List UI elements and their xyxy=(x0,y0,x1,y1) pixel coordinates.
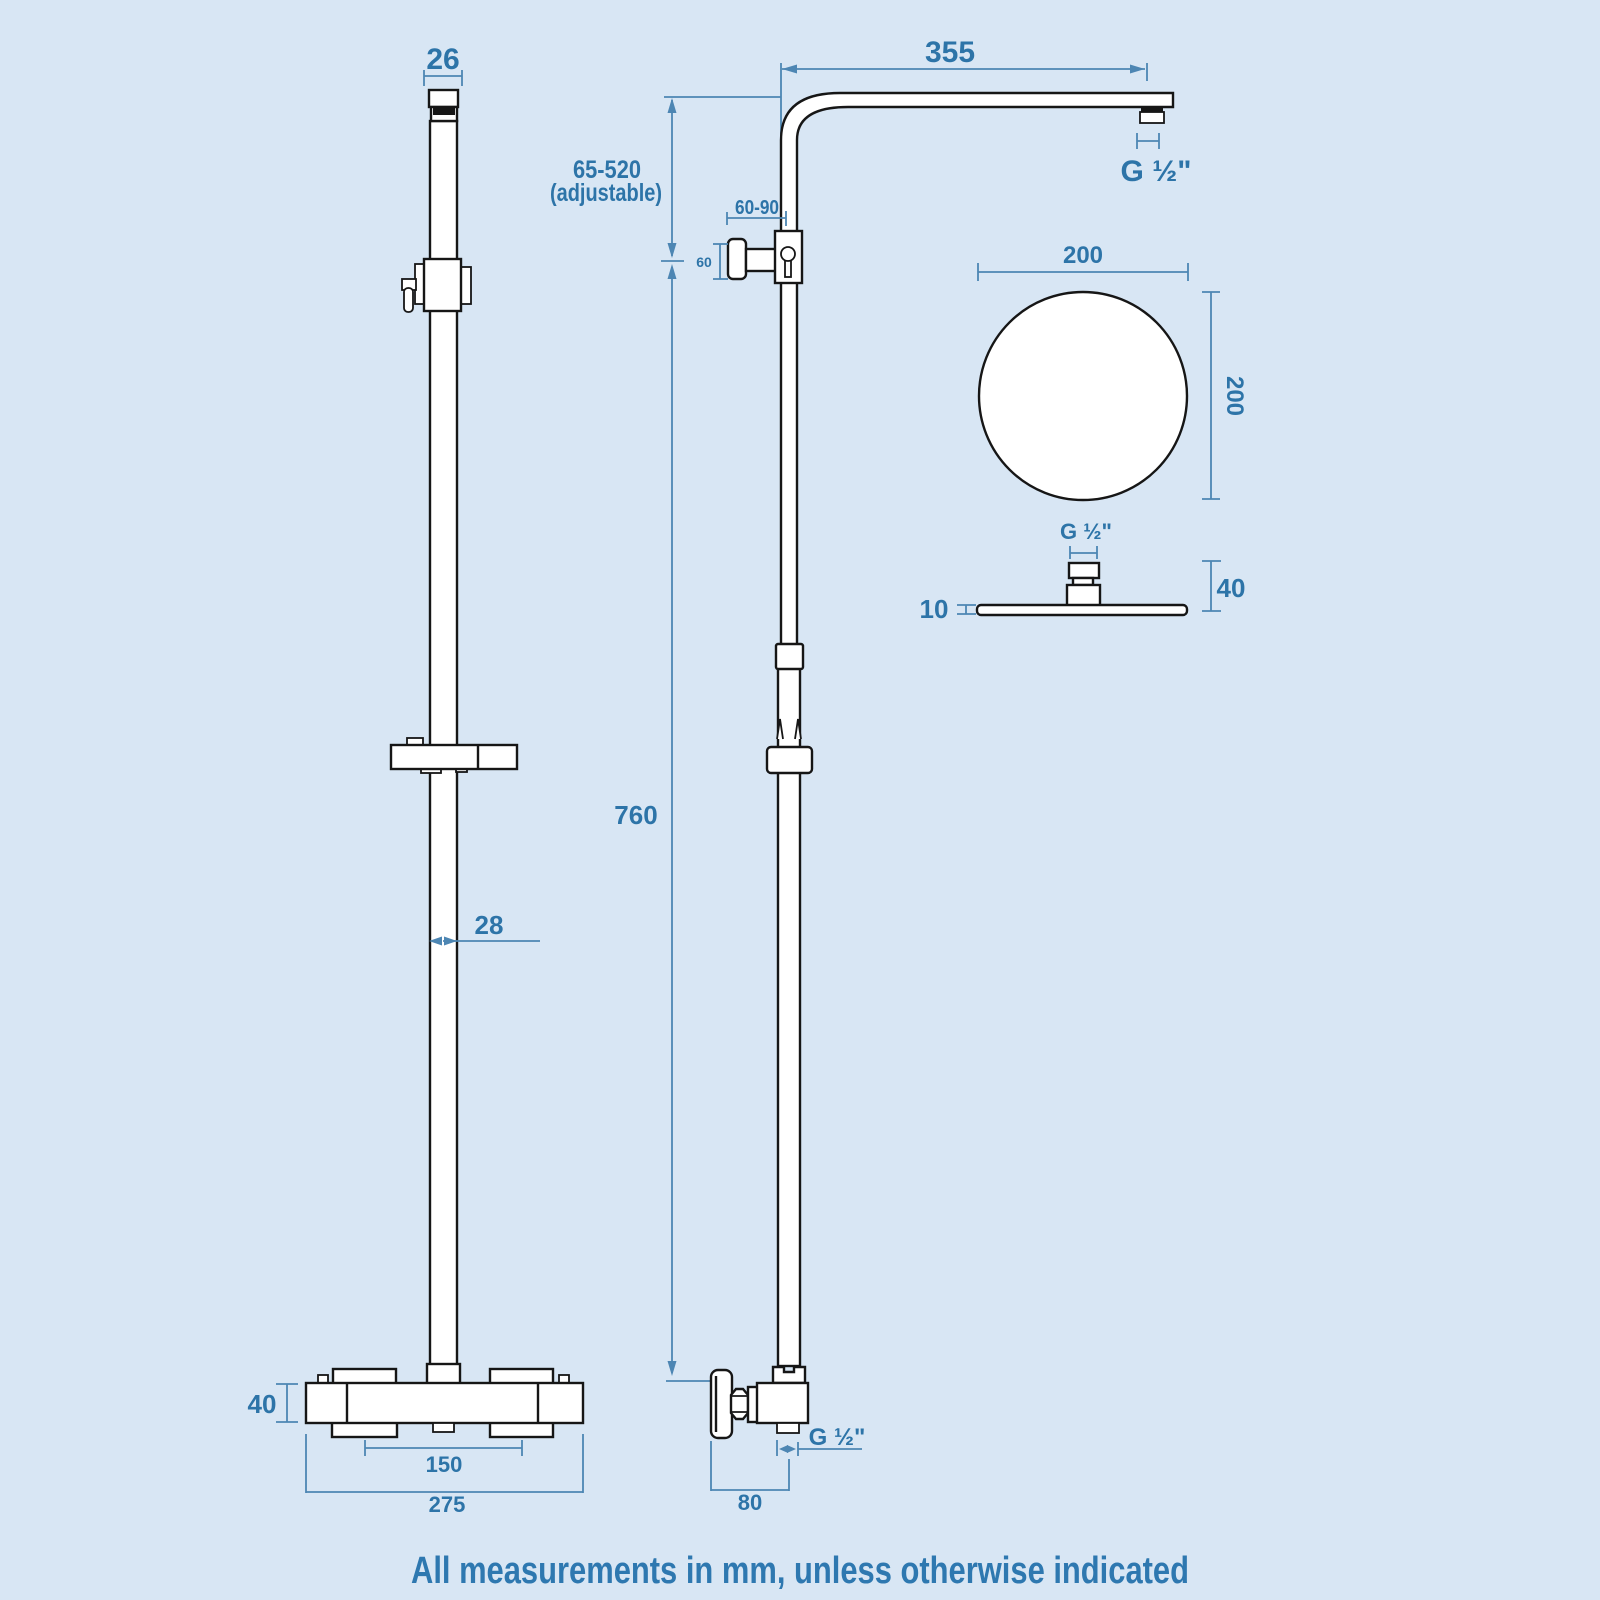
dim-connector-height: 40 xyxy=(1202,560,1246,612)
dim-arm-thread: G ½" xyxy=(1121,133,1192,188)
dim-arrow xyxy=(429,936,442,946)
dim-top-width: 26 xyxy=(423,43,463,86)
handset-holder xyxy=(401,257,472,313)
valve-top-cap xyxy=(771,1365,807,1385)
dim-valve-depth: 80 xyxy=(710,1441,790,1515)
dim-label-200-v: 200 xyxy=(1221,376,1248,416)
holder-right-tab xyxy=(460,266,472,305)
dim-label-200-h: 200 xyxy=(1063,242,1103,269)
dim-arrow xyxy=(444,936,457,946)
dim-arrow xyxy=(782,64,797,74)
dim-label-28: 28 xyxy=(475,910,504,940)
head-plate-side xyxy=(975,603,1189,617)
dim-arrow xyxy=(667,243,677,258)
valve-handle-top-right xyxy=(488,1367,555,1386)
dim-head-thread-bracket xyxy=(1069,546,1098,559)
dim-arrow xyxy=(779,1445,788,1453)
dim-arrow xyxy=(667,264,677,279)
bracket-arm xyxy=(744,247,778,273)
dim-label-760: 760 xyxy=(614,800,657,830)
dim-label-arm-thread: G ½" xyxy=(1121,155,1192,188)
wall-bracket xyxy=(726,229,804,285)
bracket-knob xyxy=(726,237,748,281)
dim-label-355: 355 xyxy=(925,36,975,69)
dim-arrow xyxy=(667,1361,677,1376)
thermostatic-valve-side xyxy=(709,1365,810,1440)
dim-valve-width: 275 xyxy=(305,1434,584,1517)
shower-head-side-view: G ½" 40 10 xyxy=(920,519,1246,624)
dim-label-65-520: 65-520 xyxy=(573,156,641,184)
dim-label-40-head: 40 xyxy=(1217,573,1246,603)
head-connector-top xyxy=(1067,561,1101,580)
side-view: 355 G ½" 60-90 xyxy=(550,36,1191,1515)
dim-arrow xyxy=(1130,64,1145,74)
dim-label-60: 60 xyxy=(696,254,712,270)
dim-label-adjustable: (adjustable) xyxy=(550,179,662,207)
valve-handle-top-left xyxy=(331,1367,398,1386)
dim-inlet-spacing: 150 xyxy=(364,1440,523,1477)
valve-hex-nut xyxy=(729,1387,750,1421)
dim-outlet-thread: G ½" xyxy=(776,1424,866,1456)
valve-handle-bottom-left xyxy=(330,1420,399,1439)
holder-lever xyxy=(403,287,414,313)
valve-handle-bottom-right xyxy=(488,1420,555,1439)
dim-arrow xyxy=(787,1445,796,1453)
arm-outlet-connector xyxy=(1139,111,1165,124)
valve-bottom-outlet xyxy=(432,1422,455,1433)
dim-label-150: 150 xyxy=(426,1452,463,1477)
soap-dish-side xyxy=(765,745,814,775)
dim-head-diameter-horizontal: 200 xyxy=(977,242,1189,281)
dim-valve-height: 40 xyxy=(248,1383,298,1423)
rail-top-ring-band xyxy=(433,108,455,115)
bracket-keyhole xyxy=(780,246,796,262)
dim-arrow xyxy=(667,98,677,113)
dim-label-head-thread: G ½" xyxy=(1060,519,1112,544)
soap-dish xyxy=(389,737,519,774)
dim-label-10: 10 xyxy=(920,594,949,624)
dish-body xyxy=(389,743,519,771)
dim-rail-width: 28 xyxy=(429,910,540,946)
dim-adjustable-range: 65-520 (adjustable) xyxy=(550,96,781,262)
head-connector-base xyxy=(1065,583,1102,608)
dim-label-80: 80 xyxy=(738,1490,762,1515)
valve-body-side xyxy=(755,1381,810,1425)
dim-label-outlet-thread: G ½" xyxy=(809,1424,866,1451)
dim-bracket-reach: 60-90 xyxy=(726,197,787,226)
dim-label-40: 40 xyxy=(248,1389,277,1419)
pipe-taper-marks xyxy=(776,718,802,740)
dim-label-275: 275 xyxy=(429,1492,466,1517)
rail-top-cap xyxy=(427,88,460,109)
dim-label-26: 26 xyxy=(426,43,459,76)
pipe-clamp xyxy=(774,642,805,671)
valve-knob-side xyxy=(709,1368,734,1440)
arm-outlet-seal xyxy=(1141,106,1163,113)
dim-bracket-size: 60 xyxy=(696,243,728,280)
dim-label-60-90: 60-90 xyxy=(735,197,779,219)
dim-head-diameter-vertical: 200 xyxy=(1202,291,1248,500)
front-view: 26 28 xyxy=(248,43,585,1517)
dim-plate-thickness: 10 xyxy=(920,594,976,624)
valve-outlet-side xyxy=(776,1422,800,1434)
thermostatic-valve-front xyxy=(304,1362,585,1439)
shower-arm-and-upper-pipe xyxy=(779,91,1175,650)
footer-note: All measurements in mm, unless otherwise… xyxy=(411,1550,1189,1592)
holder-body xyxy=(422,257,463,313)
rail-valve-joint xyxy=(425,1362,462,1386)
shower-head-circle xyxy=(977,290,1189,502)
shower-head-top-view: 200 200 xyxy=(977,242,1248,502)
